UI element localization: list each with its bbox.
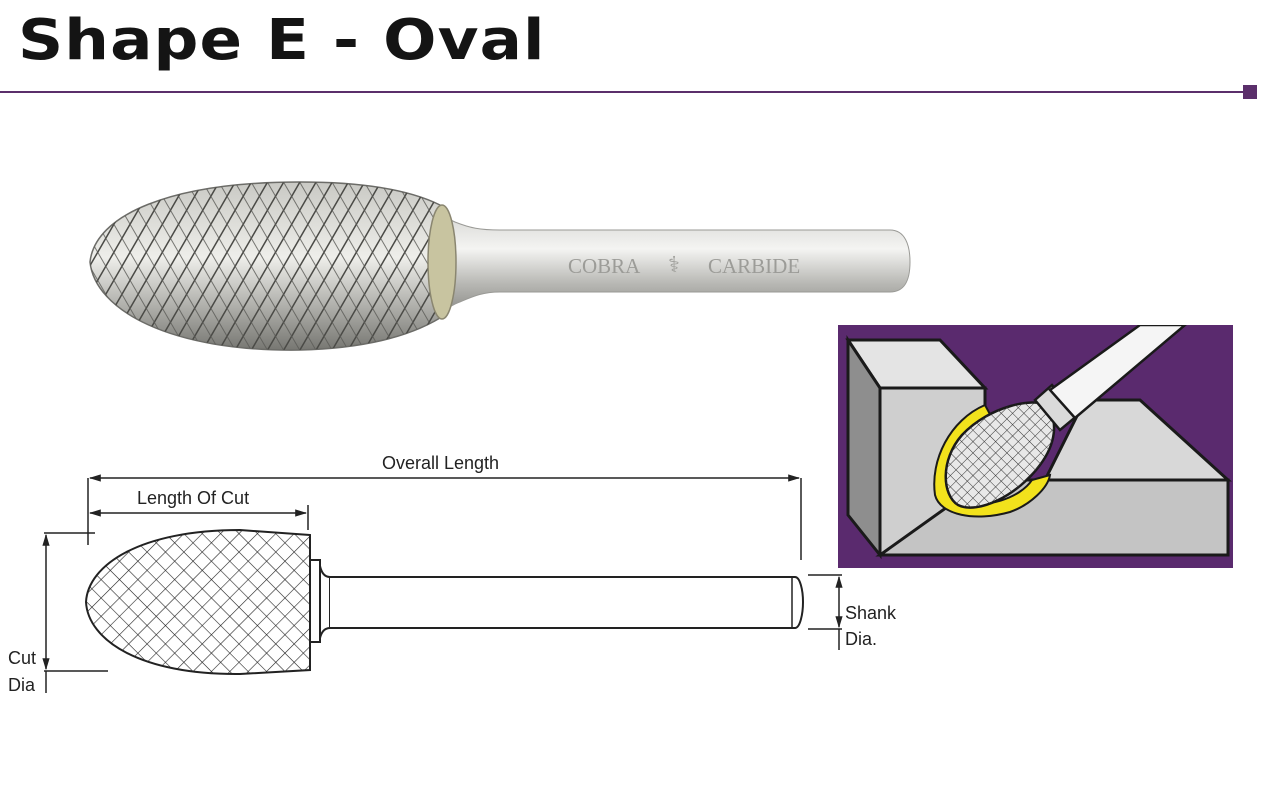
shank-dia-label-line1: Shank	[845, 603, 897, 623]
length-of-cut-label: Length Of Cut	[137, 488, 250, 508]
cut-dia-label-line2: Dia	[8, 675, 36, 695]
technical-drawing	[42, 474, 843, 693]
application-illustration	[838, 325, 1233, 568]
title-divider	[0, 91, 1243, 93]
overall-length-label: Overall Length	[382, 453, 500, 473]
brand-marking-right: CARBIDE	[708, 254, 800, 278]
divider-end-square	[1243, 85, 1257, 99]
burr-photo-shank	[439, 214, 911, 313]
inset-burr-shank	[1048, 325, 1187, 420]
brand-marking-left: COBRA	[568, 254, 641, 278]
burr-photo-collar	[427, 204, 457, 320]
brand-logo-icon: ⚕	[668, 253, 680, 278]
burr-photo: COBRA ⚕ CARBIDE	[89, 181, 911, 351]
drawing-collar	[309, 559, 321, 643]
drawing-cut-head	[84, 528, 311, 676]
shank-dia-label-line2: Dia.	[845, 629, 878, 649]
cut-dia-label-line1: Cut	[8, 648, 37, 668]
drawing-shank	[330, 576, 805, 629]
page-title: Shape E - Oval	[18, 8, 546, 73]
